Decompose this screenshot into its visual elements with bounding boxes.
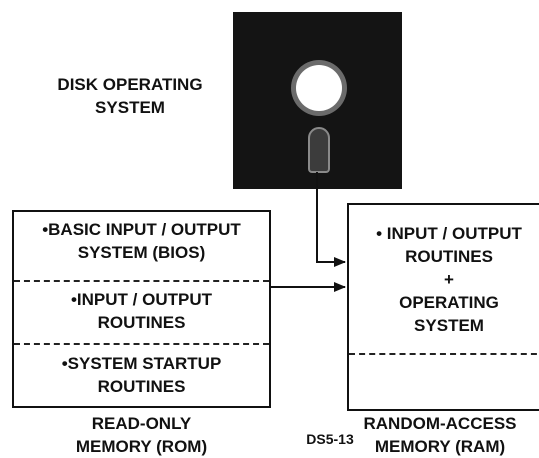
disk-to-ram-arrow (317, 172, 345, 262)
